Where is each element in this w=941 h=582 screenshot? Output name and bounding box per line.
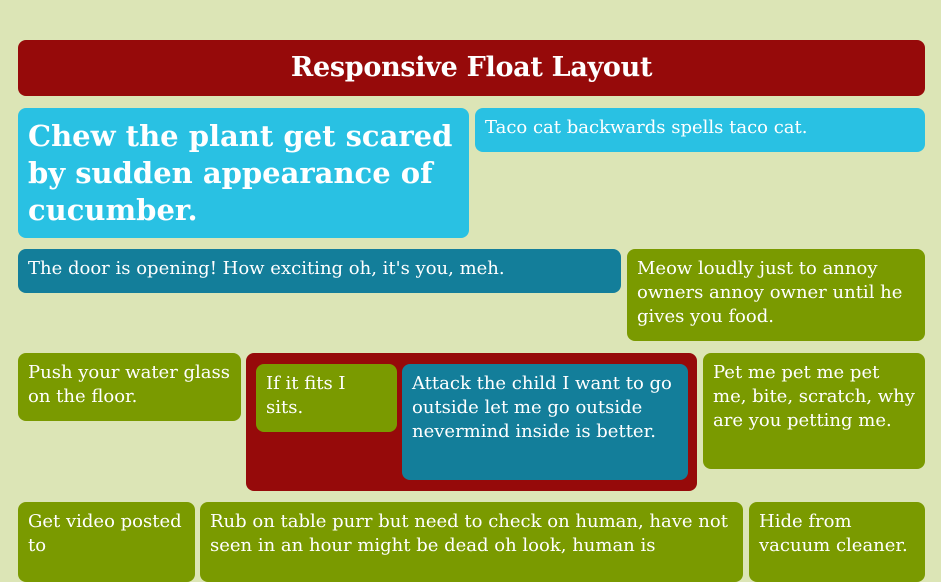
content-box-chew-plant: Chew the plant get scared by sudden appe… [18, 108, 469, 238]
content-box-meow-loudly: Meow loudly just to annoy owners annoy o… [627, 249, 925, 341]
content-box-text: Meow loudly just to annoy owners annoy o… [637, 258, 903, 327]
content-box-text: Pet me pet me pet me, bite, scratch, why… [713, 362, 915, 431]
content-box-text: The door is opening! How exciting oh, it… [28, 258, 505, 279]
content-box-hide-vacuum: Hide from vacuum cleaner. [749, 502, 925, 582]
content-box-text: Taco cat backwards spells taco cat. [485, 117, 808, 138]
content-box-text: Chew the plant get scared by sudden appe… [28, 119, 453, 227]
content-box-text: Rub on table purr but need to check on h… [210, 511, 728, 556]
content-box-text: Attack the child I want to go outside le… [412, 373, 672, 442]
content-box-text: Push your water glass on the floor. [28, 362, 231, 407]
content-box-door-opening: The door is opening! How exciting oh, it… [18, 249, 621, 293]
content-box-taco-cat: Taco cat backwards spells taco cat. [475, 108, 925, 152]
content-box-fits-sits: If it fits I sits. [256, 364, 397, 432]
content-box-text: If it fits I sits. [266, 373, 346, 418]
content-box-text: Hide from vacuum cleaner. [759, 511, 908, 556]
content-box-water-glass: Push your water glass on the floor. [18, 353, 241, 421]
content-box-get-video: Get video posted to [18, 502, 195, 582]
content-box-text: Get video posted to [28, 511, 182, 556]
content-box-rub-table: Rub on table purr but need to check on h… [200, 502, 743, 582]
content-box-attack-child: Attack the child I want to go outside le… [402, 364, 688, 480]
page-title: Responsive Float Layout [18, 40, 925, 96]
page-title-text: Responsive Float Layout [290, 52, 653, 83]
nested-container: If it fits I sits. Attack the child I wa… [246, 353, 697, 491]
content-box-pet-me: Pet me pet me pet me, bite, scratch, why… [703, 353, 925, 469]
